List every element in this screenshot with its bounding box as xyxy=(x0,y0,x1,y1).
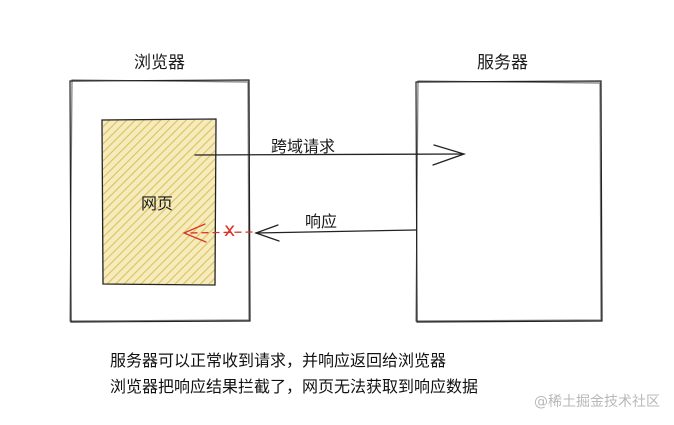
blocked-response-arrow xyxy=(182,223,253,243)
caption-line-2: 浏览器把响应结果拦截了，网页无法获取到响应数据 xyxy=(110,377,479,396)
server-box xyxy=(415,80,603,323)
browser-title: 浏览器 xyxy=(134,53,185,73)
watermark: @稀土掘金技术社区 xyxy=(534,394,660,410)
webpage-label: 网页 xyxy=(141,194,174,213)
browser-box xyxy=(69,79,251,323)
response-arrow xyxy=(254,224,417,242)
webpage-box xyxy=(101,118,217,286)
response-label: 响应 xyxy=(305,212,338,231)
blocked-mark: x xyxy=(224,219,236,241)
server-title: 服务器 xyxy=(477,53,528,73)
request-arrow xyxy=(194,144,467,166)
caption-line-1: 服务器可以正常收到请求，并响应返回给浏览器 xyxy=(110,351,447,370)
request-label: 跨域请求 xyxy=(271,137,336,156)
